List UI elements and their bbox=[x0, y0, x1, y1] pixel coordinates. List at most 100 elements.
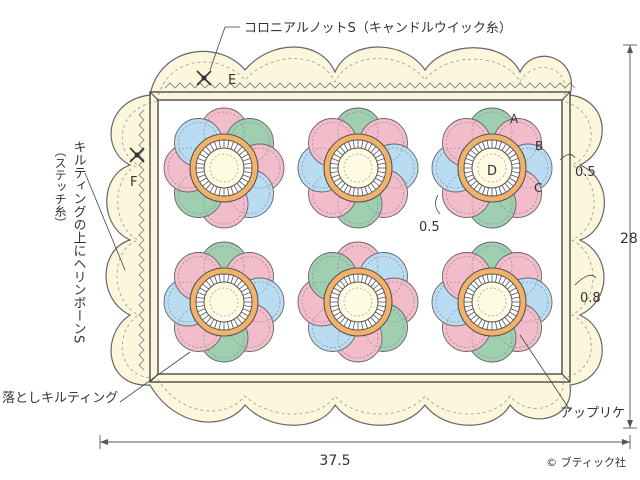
center-stitch bbox=[364, 275, 368, 284]
center-stitch bbox=[376, 158, 385, 162]
center-stitch bbox=[367, 277, 373, 285]
center-stitch bbox=[509, 311, 517, 317]
center-stitch bbox=[373, 314, 380, 321]
center-stitch bbox=[241, 311, 249, 317]
center-stitch bbox=[486, 140, 489, 149]
center-stitch bbox=[510, 158, 519, 162]
center-stitch bbox=[348, 320, 352, 329]
center-stitch bbox=[370, 280, 377, 287]
center-stitch bbox=[486, 187, 489, 196]
center-stitch bbox=[467, 177, 475, 183]
center-quilting bbox=[477, 153, 507, 183]
center-stitch bbox=[227, 321, 230, 330]
petal-quilting bbox=[337, 111, 379, 153]
center-stitch bbox=[375, 287, 383, 293]
center-stitch bbox=[498, 320, 502, 329]
petal-quilting bbox=[507, 147, 549, 189]
center-stitch bbox=[336, 180, 343, 187]
part-letter-e: E bbox=[228, 73, 236, 88]
herringbone-label: キルティングの上にヘリンボーンS bbox=[71, 140, 87, 343]
center-stitch bbox=[482, 275, 486, 284]
center-stitch bbox=[509, 177, 517, 183]
center-stitch bbox=[367, 143, 373, 151]
center-stitch bbox=[239, 283, 246, 290]
center-stitch bbox=[199, 177, 207, 183]
center-stitch bbox=[477, 319, 483, 327]
center-stitch bbox=[197, 308, 206, 312]
center-stitch bbox=[477, 277, 483, 285]
center-stitch bbox=[376, 308, 385, 312]
seam-allowance-b: 0.5 bbox=[419, 220, 440, 235]
center-stitch bbox=[196, 305, 205, 308]
applique-label: アップリケ bbox=[560, 406, 625, 421]
center-stitch bbox=[375, 177, 383, 183]
center-stitch bbox=[504, 280, 511, 287]
center-stitch bbox=[241, 177, 249, 183]
center-stitch bbox=[205, 317, 212, 324]
center-stitch bbox=[377, 296, 386, 299]
flower-block bbox=[431, 107, 553, 229]
center-stitch bbox=[473, 146, 480, 153]
center-stitch bbox=[339, 280, 346, 287]
center-stitch bbox=[486, 321, 489, 330]
center-stitch bbox=[495, 140, 498, 149]
dimension-arrowheads bbox=[100, 45, 633, 445]
center-stitch bbox=[377, 171, 386, 174]
center-stitch bbox=[376, 292, 385, 296]
seam-allowance-a: 0.5 bbox=[575, 165, 596, 180]
center-stitch bbox=[218, 274, 221, 283]
center-stitch bbox=[504, 183, 511, 190]
center-stitch bbox=[202, 149, 209, 156]
center-stitch bbox=[241, 153, 249, 159]
part-letter-d: D bbox=[487, 164, 497, 179]
center-stitch bbox=[510, 174, 519, 178]
center-stitch bbox=[218, 187, 221, 196]
center-stitch bbox=[477, 185, 483, 193]
center-stitch bbox=[509, 287, 517, 293]
petal-quilting bbox=[471, 111, 513, 153]
center-stitch bbox=[230, 275, 234, 284]
center-stitch bbox=[197, 292, 206, 296]
petal-quilting bbox=[337, 245, 379, 287]
center-stitch bbox=[199, 153, 207, 159]
center-stitch bbox=[236, 280, 243, 287]
center-stitch bbox=[343, 319, 349, 327]
center-stitch bbox=[339, 146, 346, 153]
center-stitch bbox=[504, 146, 511, 153]
center-stitch bbox=[498, 186, 502, 195]
center-stitch bbox=[330, 162, 339, 165]
drop-quilting-label: 落としキルティング bbox=[2, 391, 118, 406]
center-stitch bbox=[239, 314, 246, 321]
center-stitch bbox=[236, 317, 243, 324]
center-stitch bbox=[243, 162, 252, 165]
center-stitch bbox=[352, 187, 355, 196]
flower-block bbox=[163, 107, 285, 229]
center-stitch bbox=[214, 186, 218, 195]
center-stitch bbox=[495, 274, 498, 283]
center-stitch bbox=[364, 320, 368, 329]
flower-block bbox=[297, 107, 419, 229]
center-stitch bbox=[501, 143, 507, 151]
center-stitch bbox=[233, 277, 239, 285]
center-stitch bbox=[348, 275, 352, 284]
center-stitch bbox=[202, 180, 209, 187]
center-stitch bbox=[373, 283, 380, 290]
center-stitch bbox=[511, 305, 520, 308]
petal-quilting bbox=[203, 111, 245, 153]
center-stitch bbox=[470, 149, 477, 156]
center-stitch bbox=[214, 141, 218, 150]
center-stitch bbox=[343, 143, 349, 151]
center-stitch bbox=[473, 183, 480, 190]
petal-quilting bbox=[203, 245, 245, 287]
center-stitch bbox=[330, 171, 339, 174]
center-stitch bbox=[370, 183, 377, 190]
center-stitch bbox=[214, 320, 218, 329]
center-stitch bbox=[202, 314, 209, 321]
center-stitch bbox=[464, 305, 473, 308]
center-stitch bbox=[236, 183, 243, 190]
width-dimension: 37.5 bbox=[319, 453, 350, 469]
center-stitch bbox=[196, 162, 205, 165]
center-stitch bbox=[343, 185, 349, 193]
center-stitch bbox=[501, 319, 507, 327]
